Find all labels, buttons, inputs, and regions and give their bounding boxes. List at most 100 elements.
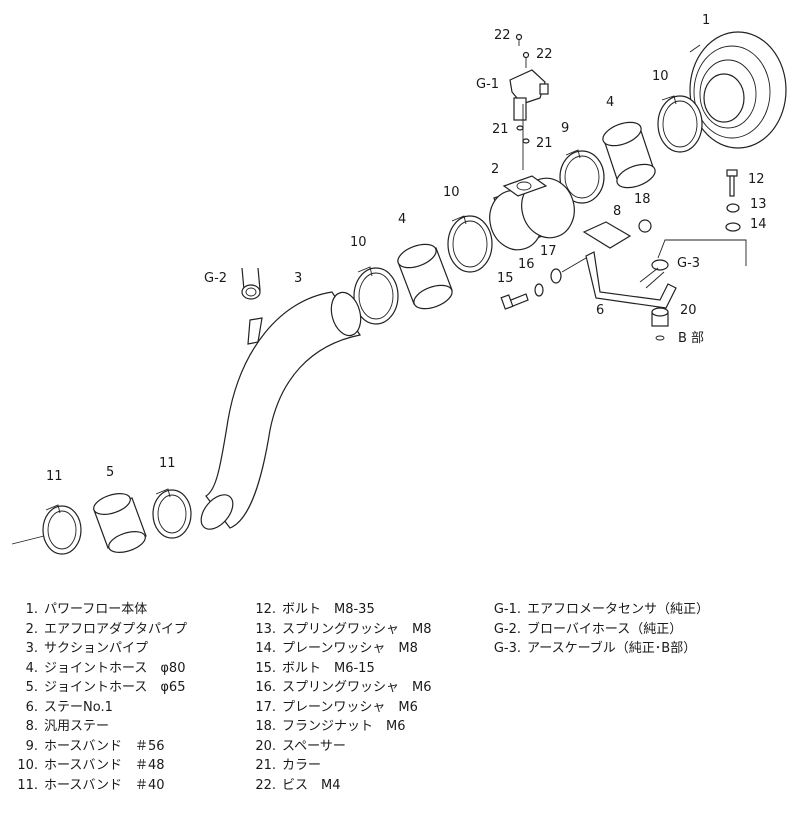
callout-4-top: 4 [606,95,615,110]
joint-hose-5 [93,493,147,553]
callout-g3: G-3 [677,256,701,271]
legend-part-name: ジョイントホース φ65 [44,680,186,695]
legend-number: 6. [25,699,38,715]
callout-5: 5 [106,465,115,480]
callout-8: 8 [613,204,622,219]
legend-item: G-2.ブローバイホース（純正） [488,620,709,640]
callout-17: 17 [540,244,557,259]
callout-22-top: 22 [494,28,511,43]
legend-part-name: ボルト M6-15 [282,660,375,676]
legend-number: 5. [25,680,38,695]
hose-band-10-low [353,266,399,325]
joint-hose-4-top [602,121,656,189]
callout-14: 14 [750,217,767,232]
callout-18: 18 [634,192,651,207]
joint-hose-4-mid [397,243,453,310]
legend-part-name: カラー [282,758,322,773]
legend-number: 13. [255,621,276,637]
legend-item: 4. ジョイントホース φ80 [0,659,187,679]
legend-item: 14. プレーンワッシャ M8 [250,639,432,659]
callout-11-left: 11 [46,469,63,484]
legend-item: 16. スプリングワッシャ M6 [250,678,432,698]
legend-part-name: 汎用ステー [44,719,110,734]
legend-item: 8. 汎用ステー [0,717,187,737]
callout-10-low: 10 [350,235,367,250]
hose-band-11-right [152,488,192,539]
legend-number: 14. [255,641,276,656]
legend-item: 12.ボルト M8-35 [250,600,432,620]
legend-item: 22. ビス M4 [250,776,432,796]
hose-band-10-mid [447,215,493,273]
legend-part-name: アースケーブル（純正･B部） [527,641,697,656]
power-flow-body [685,31,787,149]
callout-22-right: 22 [536,47,553,62]
legend-item: 10. ホースバンド ＃48 [0,756,187,776]
callout-2: 2 [491,162,500,177]
legend-number: 9. [25,738,38,754]
legend-part-name: ホースバンド ＃40 [44,777,165,793]
legend-number: 11. [17,777,38,793]
legend-item: 3.サクションパイプ [0,639,187,659]
legend-number: 15. [255,660,276,676]
legend-item: 2. エアフロアダプタパイプ [0,620,187,640]
legend-item: 18. フランジナット M6 [250,717,432,737]
spacer [651,307,669,341]
legend-number: 16. [255,680,276,695]
parts-legend-column-1: 1.パワーフロー本体 2. エアフロアダプタパイプ 3.サクションパイプ 4. ジョ… [0,600,187,795]
callout-12: 12 [748,172,765,187]
legend-number: 8. [25,719,38,734]
legend-item: G-3.アースケーブル（純正･B部） [488,639,709,659]
callout-11-right: 11 [159,456,176,471]
callout-21-right: 21 [536,136,553,151]
airflow-adapter-pipe [489,175,575,251]
legend-item: 1.パワーフロー本体 [0,600,187,620]
callout-3: 3 [294,271,303,286]
hose-band-9 [559,149,605,204]
legend-part-name: プレーンワッシャ M8 [282,641,418,656]
callout-g1: G-1 [476,77,500,92]
legend-number: 4. [25,660,38,676]
legend-item: 9. ホースバンド ＃56 [0,737,187,757]
legend-part-name: ホースバンド ＃48 [44,758,165,773]
callout-6: 6 [596,303,605,318]
legend-part-name: プレーンワッシャ M6 [282,699,418,715]
legend-part-name: ステーNo.1 [44,699,113,715]
legend-number: 22. [255,777,276,793]
legend-part-name: ビス M4 [282,777,341,793]
legend-item: 13. スプリングワッシャ M8 [250,620,432,640]
legend-number: 18. [255,719,276,734]
legend-item: 21. カラー [250,756,432,776]
legend-part-name: エアフロアダプタパイプ [44,621,188,637]
legend-part-name: ブローバイホース（純正） [527,621,683,637]
legend-number: 21. [255,758,276,773]
callout-b: B 部 [678,331,705,346]
legend-part-name: サクションパイプ [44,641,149,656]
callout-20: 20 [680,303,697,318]
legend-part-name: ホースバンド ＃56 [44,738,165,754]
legend-part-name: スペーサー [282,738,346,754]
legend-part-name: ジョイントホース φ80 [44,660,186,676]
blow-by-hose [241,267,261,300]
legend-item: 15. ボルト M6-15 [250,659,432,679]
legend-item: G-1. エアフロメータセンサ（純正） [488,600,709,620]
legend-number: 10. [17,758,38,773]
callout-4-mid: 4 [398,212,407,227]
legend-part-name: フランジナット M6 [282,719,406,734]
legend-part-name: エアフロメータセンサ（純正） [527,602,710,617]
callout-10-mid: 10 [443,185,460,200]
exploded-parts-diagram [11,31,787,555]
legend-number: 17. [255,699,276,715]
legend-number: 2. [25,621,38,637]
callout-15: 15 [497,271,514,286]
universal-stay [582,219,652,249]
callout-g2: G-2 [204,271,228,286]
callout-16: 16 [518,257,535,272]
legend-part-name: スプリングワッシャ M8 [282,621,432,637]
legend-part-name: スプリングワッシャ M6 [282,680,432,695]
legend-number: 20. [255,738,276,754]
earth-cable [639,239,747,289]
callout-21-left: 21 [492,122,509,137]
legend-number: G-1. [493,602,521,617]
legend-item: 20. スペーサー [250,737,432,757]
legend-part-name: ボルト M8-35 [282,602,375,617]
